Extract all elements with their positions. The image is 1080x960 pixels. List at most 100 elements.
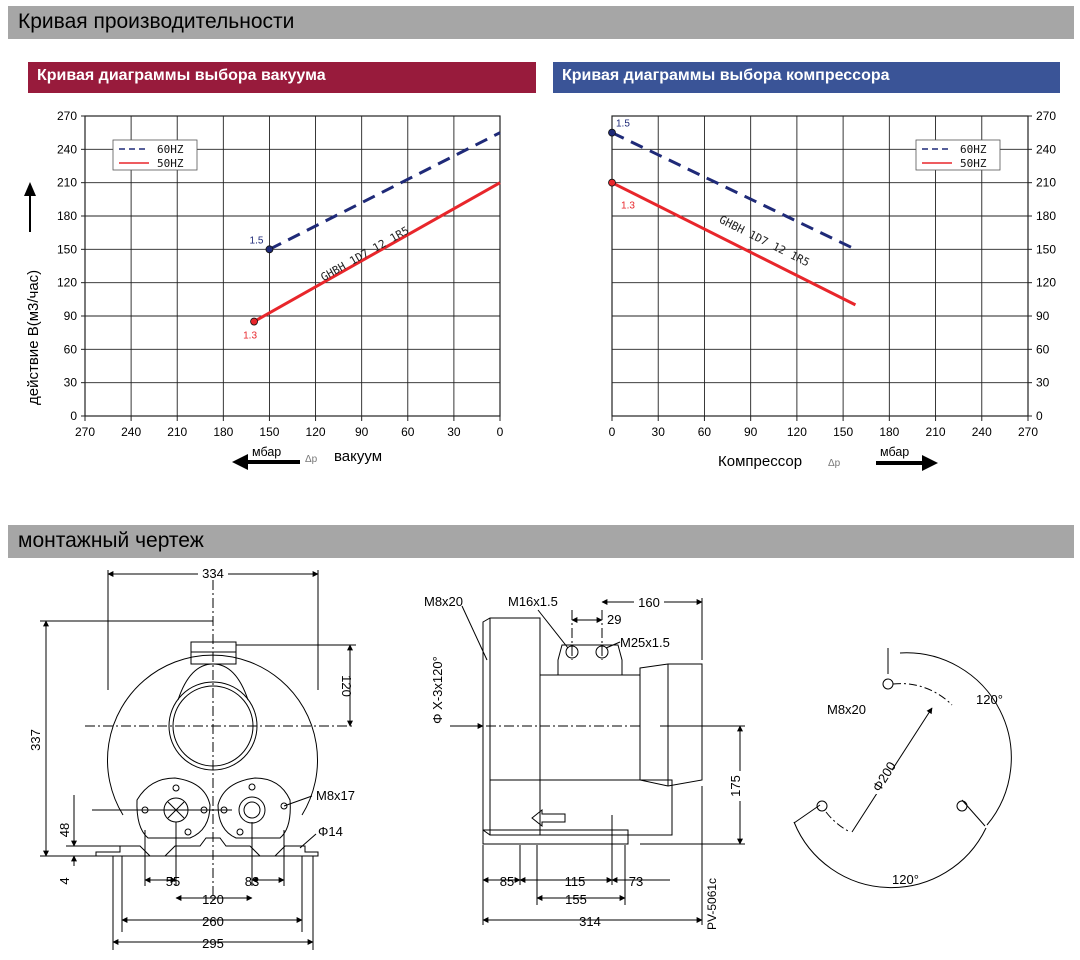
vacuum-axis-name: вакуум	[334, 448, 382, 465]
series-end-label: 1.3	[243, 331, 257, 342]
right-port-block	[217, 777, 291, 839]
leader-line	[283, 795, 313, 807]
label-m8x17: M8x17	[316, 788, 355, 803]
dim-175: 175	[728, 775, 743, 797]
mounting-section-title: монтажный чертеж	[18, 529, 204, 552]
label-m16: M16x1.5	[508, 594, 558, 609]
dim-73: 73	[629, 874, 643, 889]
compressor-chart-title: Кривая диаграммы выбора компрессора	[562, 67, 890, 84]
dim-48: 48	[57, 823, 72, 837]
bolt-hole	[280, 802, 288, 810]
x-tick-label: 30	[652, 425, 666, 439]
dim-29: 29	[607, 612, 621, 627]
label-bg	[634, 594, 664, 609]
label-bg	[198, 564, 228, 580]
dim-4: 4	[57, 877, 72, 884]
leader-line	[461, 605, 488, 661]
legend-label: 50HZ	[157, 157, 184, 170]
flange-view	[793, 648, 1012, 889]
y-tick-label: 240	[57, 142, 77, 156]
dim-337: 337	[28, 729, 43, 751]
leader-line	[299, 833, 317, 849]
label-m25: M25x1.5	[620, 635, 670, 650]
angle-120-bottom: 120°	[892, 872, 919, 887]
y-tick-label: 270	[1036, 109, 1056, 123]
y-tick-label: 270	[57, 109, 77, 123]
dim-314: 314	[579, 914, 601, 929]
hole-leader	[961, 799, 986, 827]
bolt-circle-arc	[892, 683, 953, 706]
plot-frame	[84, 115, 501, 417]
x-tick-label: 0	[497, 425, 504, 439]
dim-85: 85	[500, 874, 514, 889]
series-end-label: 1.5	[616, 119, 630, 130]
y-tick-label: 0	[70, 409, 77, 423]
model-label: GHBH 1D7 12 1R5	[319, 224, 412, 284]
compressor-axis-name: Компрессор	[718, 453, 802, 470]
x-tick-label: 120	[787, 425, 807, 439]
y-tick-label: 180	[1036, 209, 1056, 223]
x-tick-label: 30	[447, 425, 461, 439]
y-tick-label: 120	[57, 276, 77, 290]
side-view-labels: M8x20 M16x1.5 M25x1.5 29 160 175 Φ X-3x1…	[424, 594, 743, 930]
mounting-drawing: 334 337 120 48 4 55 120 83 260 295 M8x17…	[28, 564, 1012, 951]
x-tick-label: 60	[698, 425, 712, 439]
left-port-block	[136, 777, 211, 839]
bolt-hole	[172, 784, 180, 792]
dim-334: 334	[202, 566, 224, 581]
y-tick-label: 210	[57, 176, 77, 190]
vacuum-chart-title: Кривая диаграммы выбора вакуума	[37, 67, 326, 84]
x-tick-label: 120	[306, 425, 326, 439]
front-view	[40, 570, 356, 950]
y-tick-label: 180	[57, 209, 77, 223]
performance-section-header: Кривая производительности	[8, 6, 1074, 39]
bolt-hole	[184, 828, 192, 836]
series-line-50hz	[253, 181, 501, 323]
mounting-hole	[956, 800, 968, 812]
hole-leader	[793, 804, 821, 824]
plot-frame	[611, 115, 1029, 417]
label-bg	[726, 771, 742, 801]
x-tick-label: 90	[355, 425, 369, 439]
label-phi14: Φ14	[318, 824, 343, 839]
vacuum-x-axis-label: мбар Δp вакуум	[232, 445, 382, 470]
y-tick-label: 90	[1036, 309, 1050, 323]
y-axis-label: действие B(м3/час)	[25, 270, 42, 405]
series-line-60hz	[268, 131, 501, 251]
x-tick-label: 210	[926, 425, 946, 439]
motor-fan-cover	[639, 663, 703, 787]
y-tick-label: 90	[64, 309, 78, 323]
y-tick-label: 120	[1036, 276, 1056, 290]
side-view	[450, 598, 745, 925]
y-tick-label: 30	[64, 376, 78, 390]
x-tick-label: 0	[609, 425, 616, 439]
drawing-code: PV-5061c	[705, 878, 719, 930]
x-tick-label: 240	[972, 425, 992, 439]
motor-body	[539, 674, 641, 781]
label-bg	[872, 764, 892, 794]
y-tick-label: 150	[57, 242, 77, 256]
x-tick-label: 240	[121, 425, 141, 439]
performance-section-title: Кривая производительности	[18, 10, 295, 33]
right-arrow-icon	[922, 455, 938, 471]
label-m8x20-flange: M8x20	[827, 702, 866, 717]
legend-box	[112, 139, 198, 171]
front-view-labels: 334 337 120 48 4 55 120 83 260 295 M8x17…	[28, 564, 355, 951]
y-axis-label-group: действие B(м3/час)	[24, 182, 42, 405]
base-plate	[482, 829, 629, 845]
leader-line	[537, 609, 569, 649]
left-arrow-icon	[232, 454, 248, 470]
terminal-box	[557, 644, 623, 676]
x-tick-label: 180	[879, 425, 899, 439]
compressor-unit-label: мбар	[880, 445, 909, 459]
base-feet	[95, 837, 319, 857]
legend-label: 60HZ	[157, 143, 184, 156]
series-line-50hz	[611, 181, 857, 307]
leader-line	[605, 641, 621, 649]
right-port-circle-inner	[243, 801, 261, 819]
bolt-hole	[248, 783, 256, 791]
series-end-point	[250, 317, 258, 326]
flange-view-labels: M8x20 120° 120° Φ200	[827, 692, 1003, 887]
